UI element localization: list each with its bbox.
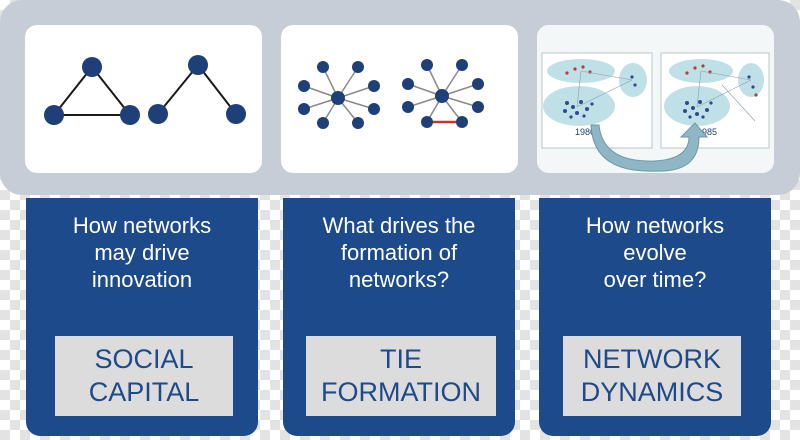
year-1985-label: 1985: [697, 127, 717, 137]
social-capital-question: How networks may drive innovation: [72, 213, 212, 292]
star-network-icon: [298, 59, 484, 129]
network-dynamics-label: NETWORK DYNAMICS: [563, 336, 741, 416]
social-capital-label: SOCIAL CAPITAL: [55, 336, 233, 416]
year-1980-label: 1980: [575, 127, 595, 137]
tie-formation-question: What drives the formation of networks?: [322, 213, 476, 292]
network-evolution-icon: 1980 1985: [537, 25, 774, 173]
tie-formation-label: TIE FORMATION: [306, 336, 496, 416]
network-dynamics-column: How networks evolve over time? NETWORK D…: [539, 198, 771, 436]
social-capital-image: [25, 25, 262, 173]
tie-formation-column: What drives the formation of networks? T…: [283, 198, 515, 436]
network-dynamics-image: 1980 1985: [537, 25, 774, 173]
social-capital-column: How networks may drive innovation SOCIAL…: [26, 198, 258, 436]
tie-formation-image: [281, 25, 518, 173]
triad-network-icon: [44, 55, 246, 125]
evolution-arrow-icon: [590, 122, 709, 172]
network-dynamics-question: How networks evolve over time?: [585, 213, 725, 292]
